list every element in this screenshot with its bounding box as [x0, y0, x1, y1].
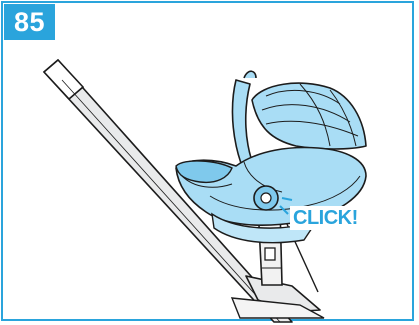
click-callout: CLICK! — [290, 206, 361, 230]
step-number-badge: 85 — [4, 4, 55, 40]
